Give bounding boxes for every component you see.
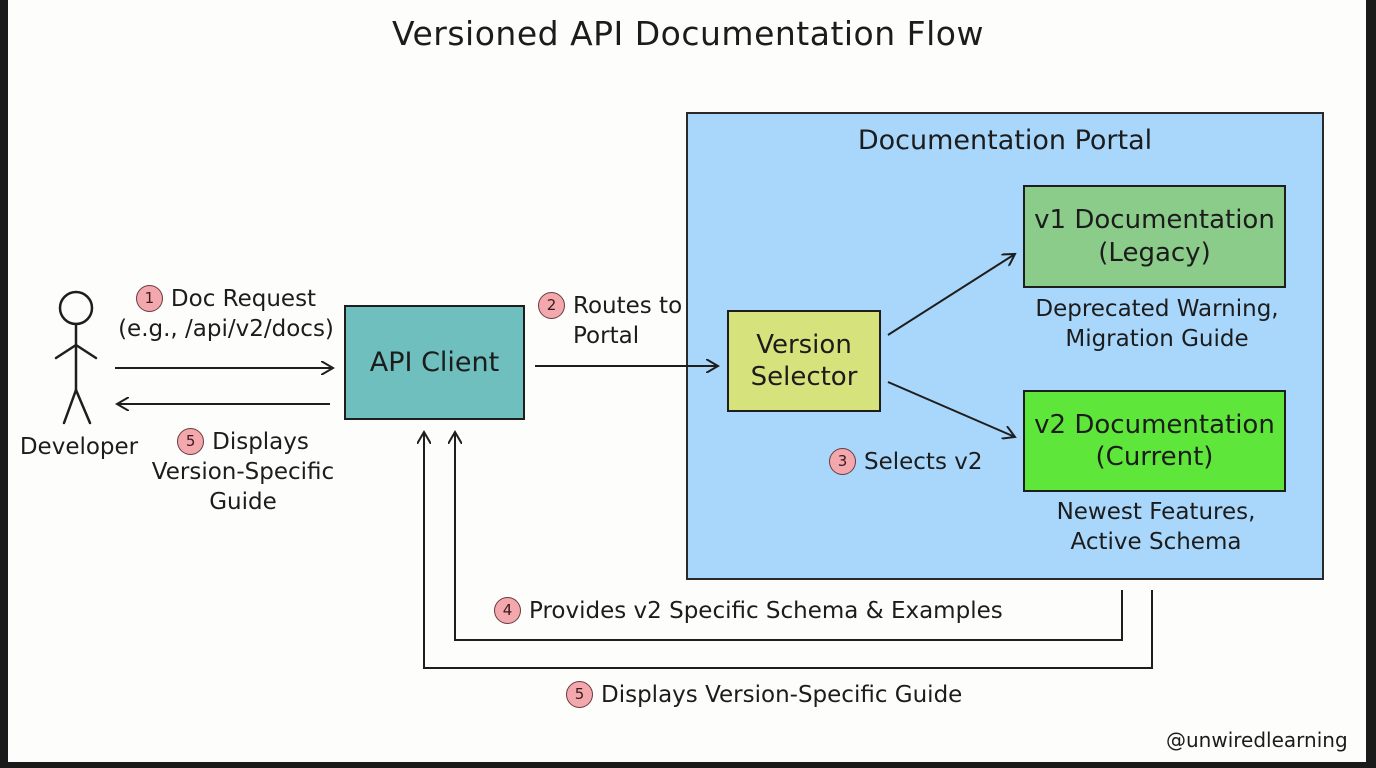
api-client-label: API Client <box>369 346 500 378</box>
step-5-bottom-text: Displays Version-Specific Guide <box>601 682 963 708</box>
step-2-text: Routes to Portal <box>573 293 683 349</box>
version-selector-label: Version Selector <box>750 329 858 393</box>
step-5-bottom-badge: 5 <box>566 681 593 708</box>
step-4-text: Provides v2 Specific Schema & Examples <box>529 598 1003 624</box>
arrow-to-v2 <box>887 381 1015 437</box>
step-5-bottom-label: 5 Displays Version-Specific Guide <box>566 681 962 708</box>
v1-documentation-box: v1 Documentation (Legacy) <box>1023 185 1286 288</box>
v2-documentation-box: v2 Documentation (Current) <box>1023 390 1286 492</box>
portal-title: Documentation Portal <box>857 125 1153 156</box>
arrow-guide-return <box>424 432 1153 669</box>
step-5-left-text: Displays Version-Specific Guide <box>151 429 335 515</box>
step-2-label: 2 Routes to Portal <box>538 292 688 352</box>
step-1-text: Doc Request <box>170 286 317 312</box>
step-1-detail: (e.g., /api/v2/docs) <box>118 315 334 342</box>
v1-documentation-status: (Legacy) <box>1098 237 1211 268</box>
v2-documentation-name: v2 Documentation <box>1034 409 1275 440</box>
developer-label: Developer <box>19 434 139 460</box>
step-3-text: Selects v2 <box>864 449 983 475</box>
step-1-label: 1 Doc Request (e.g., /api/v2/docs) <box>106 285 346 345</box>
step-1-badge: 1 <box>135 285 163 312</box>
arrow-schema-return <box>455 432 1123 641</box>
api-client-box: API Client <box>344 305 525 420</box>
step-3-badge: 3 <box>829 448 856 475</box>
credit-handle: @unwiredlearning <box>1166 728 1348 752</box>
v1-documentation-note: Deprecated Warning, Migration Guide <box>1035 296 1279 352</box>
v1-documentation-name: v1 Documentation <box>1034 205 1275 235</box>
v2-documentation-status: (Current) <box>1095 442 1214 472</box>
step-5-left-badge: 5 <box>177 428 205 455</box>
step-3-label: 3 Selects v2 <box>829 448 983 475</box>
step-4-label: 4 Provides v2 Specific Schema & Examples <box>494 597 1003 624</box>
v2-documentation-note: Newest Features, Active Schema <box>1056 499 1256 555</box>
step-4-badge: 4 <box>494 597 521 624</box>
arrow-to-v1 <box>887 254 1015 336</box>
diagram-title: Versioned API Documentation Flow <box>391 14 984 53</box>
version-selector-box: Version Selector <box>727 310 881 412</box>
stick-figure-icon <box>54 290 98 425</box>
step-2-badge: 2 <box>538 292 565 319</box>
